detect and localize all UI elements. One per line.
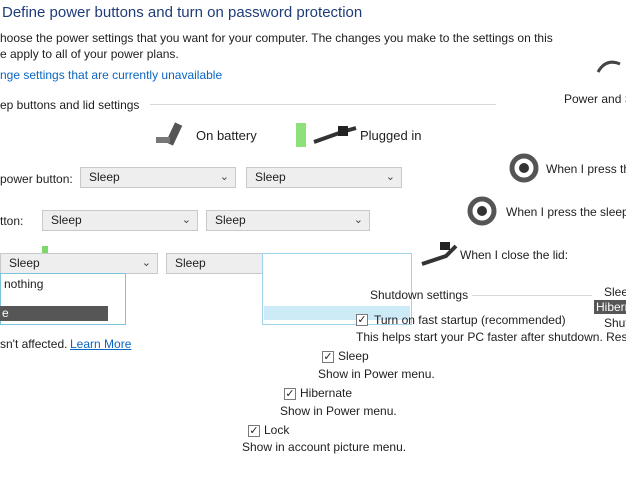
- footer-note: sn't affected.: [0, 337, 68, 351]
- power-and-sleep-label: Power and S: [564, 92, 626, 106]
- chevron-down-icon: ⌄: [353, 214, 363, 226]
- row-sleep-button-label: tton:: [0, 214, 24, 228]
- sleep-button-battery-value: Sleep: [51, 213, 82, 227]
- sleep-label: Sleep: [338, 349, 369, 363]
- change-settings-link[interactable]: nge settings that are currently unavaila…: [0, 68, 223, 82]
- description-line-2: e apply to all of your power plans.: [0, 47, 179, 61]
- power-button-plugged-value: Sleep: [255, 170, 286, 184]
- power-button-plugged-dropdown[interactable]: Sleep ⌄: [246, 167, 402, 188]
- sleep-button-plugged-value: Sleep: [215, 213, 246, 227]
- overlay-highlight: [264, 306, 410, 320]
- power-button-icon: [500, 152, 548, 189]
- shutdown-heading: Shutdown settings: [370, 288, 469, 302]
- lock-label: Lock: [264, 423, 290, 437]
- sleep-checkbox[interactable]: ✓: [322, 351, 334, 363]
- laptop-lid-icon: [418, 238, 460, 275]
- lock-description: Show in account picture menu.: [242, 440, 407, 454]
- lid-battery-dropdown[interactable]: Sleep ⌄: [0, 253, 158, 274]
- fast-startup-label: Turn on fast startup (recommended): [374, 313, 566, 327]
- fast-startup-description: This helps start your PC faster after sh…: [356, 330, 626, 344]
- chevron-down-icon: ⌄: [219, 171, 229, 183]
- hibernate-description: Show in Power menu.: [280, 404, 397, 418]
- learn-more-link[interactable]: Learn More: [70, 337, 132, 351]
- chevron-down-icon: ⌄: [385, 171, 395, 183]
- fast-startup-checkbox[interactable]: ✓: [356, 314, 368, 326]
- sleep-button-icon: [458, 195, 506, 232]
- power-button-battery-dropdown[interactable]: Sleep ⌄: [80, 167, 236, 188]
- plug-green-icon: [296, 123, 306, 147]
- dropdown-item-do-nothing[interactable]: nothing: [4, 277, 44, 291]
- description-line-1: hoose the power settings that you want f…: [0, 31, 553, 45]
- when-press-sleep-label: When I press the sleep: [506, 205, 626, 219]
- right-sleep-label: Slee: [604, 285, 626, 299]
- hibernate-checkbox[interactable]: ✓: [284, 388, 296, 400]
- right-hibernate-selected: Hibern: [594, 300, 626, 314]
- section-divider: [150, 104, 496, 105]
- section-heading: ep buttons and lid settings: [0, 98, 140, 112]
- on-battery-header: On battery: [196, 128, 257, 143]
- lid-plugged-value: Sleep: [175, 256, 206, 270]
- battery-icon: [152, 121, 190, 154]
- plugged-in-header: Plugged in: [360, 128, 422, 143]
- sleep-button-plugged-dropdown[interactable]: Sleep ⌄: [206, 210, 370, 231]
- row-power-button-label: power button:: [0, 172, 73, 186]
- sleep-button-battery-dropdown[interactable]: Sleep ⌄: [42, 210, 198, 231]
- plug-icon: [312, 124, 360, 151]
- power-icon: [594, 56, 624, 83]
- dropdown-item-selected[interactable]: e: [0, 306, 108, 321]
- page-title: Define power buttons and turn on passwor…: [2, 4, 363, 21]
- sleep-description: Show in Power menu.: [318, 367, 435, 381]
- right-shutdown-label: Shutdow: [604, 316, 626, 330]
- lid-battery-value: Sleep: [9, 256, 40, 270]
- power-button-battery-value: Sleep: [89, 170, 120, 184]
- chevron-down-icon: ⌄: [141, 257, 151, 269]
- when-press-power-label: When I press th: [546, 162, 626, 176]
- shutdown-divider: [472, 295, 592, 296]
- hibernate-label: Hibernate: [300, 386, 353, 400]
- lock-checkbox[interactable]: ✓: [248, 425, 260, 437]
- chevron-down-icon: ⌄: [181, 214, 191, 226]
- when-close-lid-label: When I close the lid:: [460, 248, 569, 262]
